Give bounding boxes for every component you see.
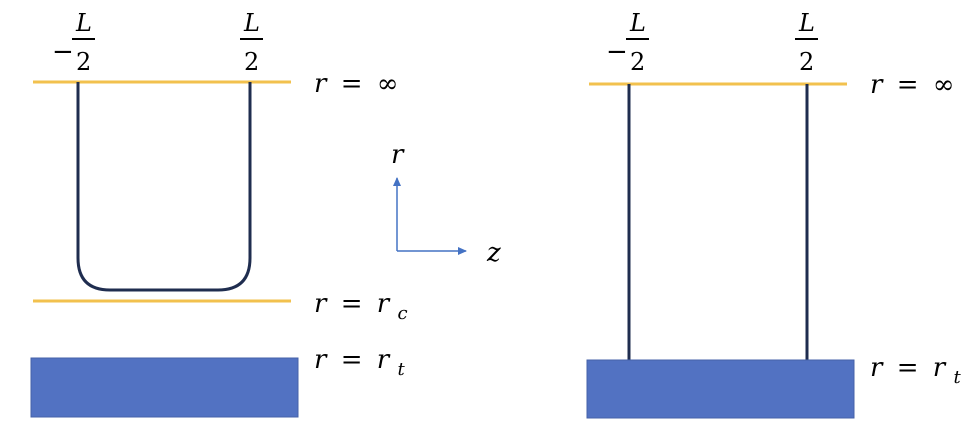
left-brane-label: r = r t — [314, 345, 405, 380]
left-panel-minus-l-half-label: − L 2 — [52, 9, 95, 76]
fraction-numerator: L — [629, 9, 646, 37]
minus-sign: − — [52, 37, 74, 67]
fraction-numerator: L — [75, 9, 92, 37]
right-panel: − L 2 L 2 r = ∞ r = r t — [586, 9, 961, 419]
z-axis-label: z — [486, 238, 501, 268]
right-brane-label: r = r t — [870, 353, 961, 388]
left-infinity-label: r = ∞ — [314, 69, 398, 99]
minus-sign: − — [606, 37, 628, 67]
fraction-numerator: L — [243, 9, 260, 37]
coordinate-axes: r z — [391, 140, 501, 268]
fraction-denominator: 2 — [244, 48, 259, 76]
left-brane-block — [30, 357, 299, 418]
fraction-denominator: 2 — [630, 48, 645, 76]
u-shaped-string — [76, 82, 252, 292]
right-brane-block — [586, 359, 855, 419]
fraction-denominator: 2 — [799, 48, 814, 76]
right-panel-l-half-label: L 2 — [795, 9, 818, 76]
left-panel-l-half-label: L 2 — [240, 9, 263, 76]
fraction-denominator: 2 — [76, 48, 91, 76]
right-panel-minus-l-half-label: − L 2 — [606, 9, 649, 76]
left-panel: − L 2 L 2 r = ∞ r = r c — [30, 9, 408, 418]
r-axis-label: r — [391, 140, 405, 170]
fraction-numerator: L — [798, 9, 815, 37]
cutoff-label: r = r c — [314, 289, 408, 324]
right-infinity-label: r = ∞ — [870, 70, 954, 100]
